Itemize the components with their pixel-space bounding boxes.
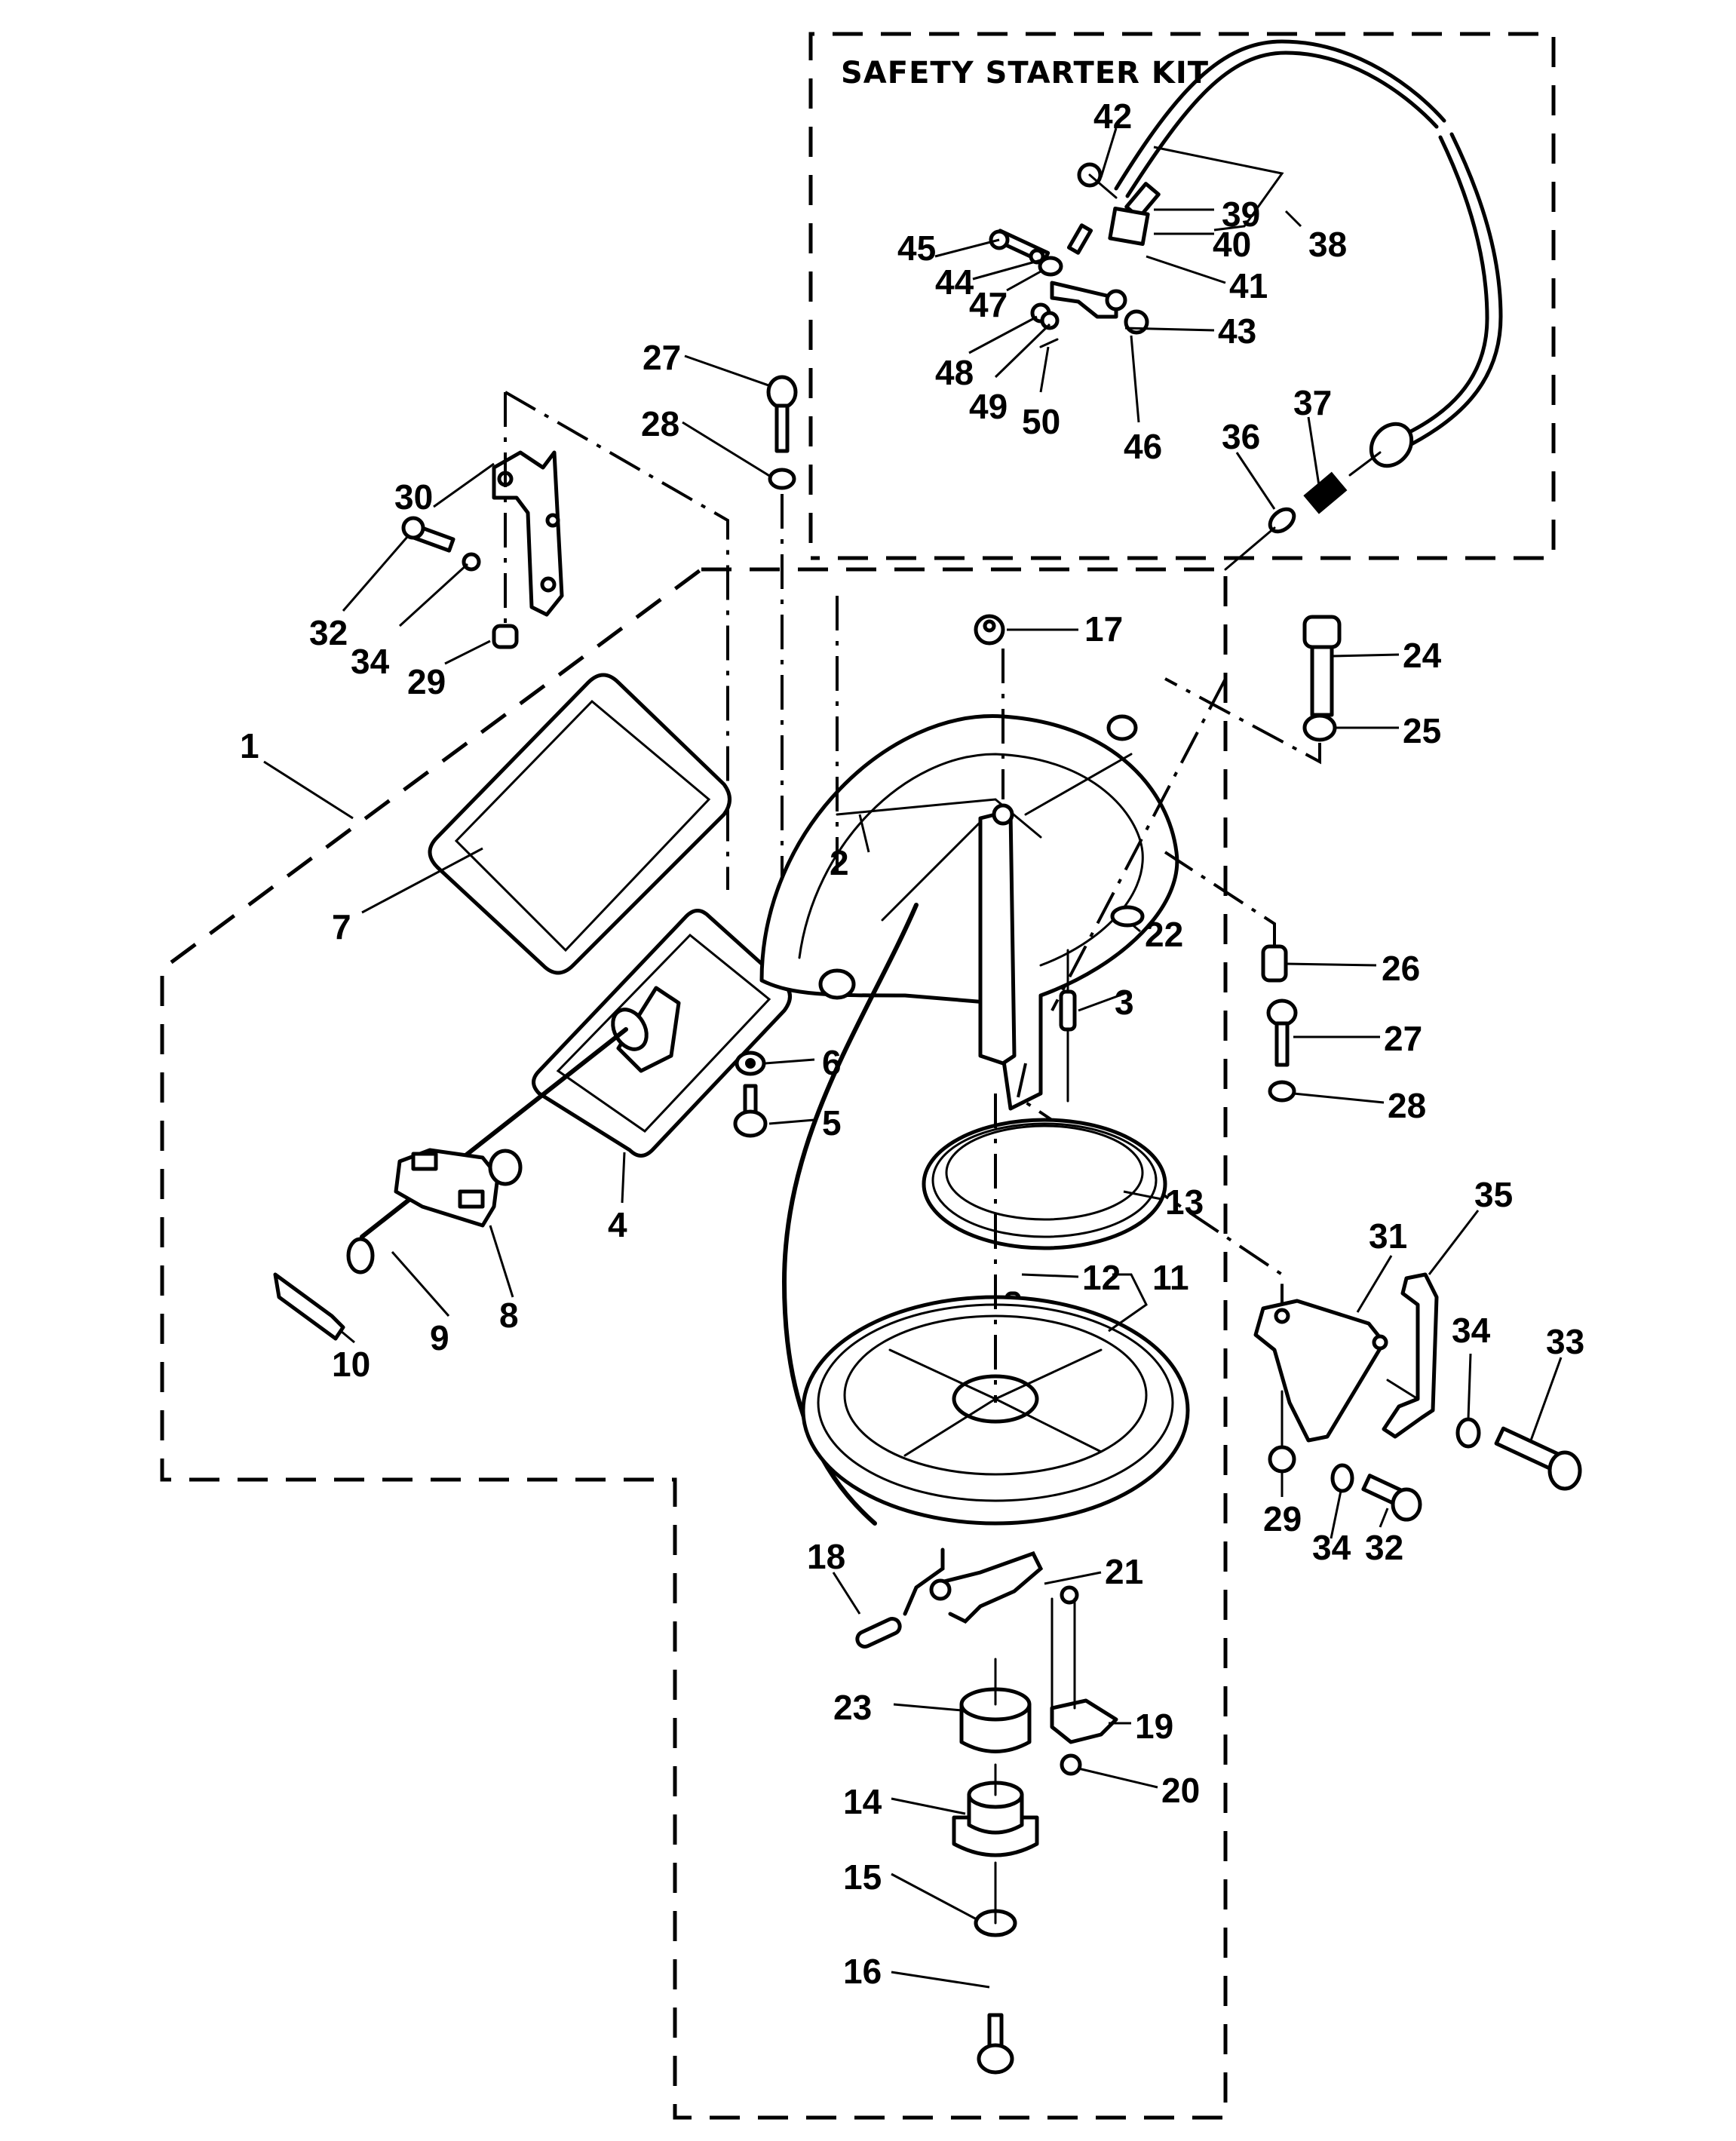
callout-labels: 1 2 3 4 5 6 7 8 9 10 11 12 13 14 15 16 1… [240, 97, 1584, 1991]
screw-16 [977, 2013, 1014, 2075]
callout-23: 23 [833, 1688, 872, 1727]
callout-45: 45 [897, 229, 936, 268]
cable-assembly [1114, 39, 1503, 571]
kit-title: SAFETY STARTER KIT [841, 56, 1209, 90]
callout-12: 12 [1082, 1258, 1121, 1297]
leader-lines [263, 127, 1563, 1989]
callout-7: 7 [332, 907, 351, 946]
callout-3: 3 [1115, 983, 1134, 1022]
callout-20: 20 [1161, 1771, 1200, 1810]
washer-34-lower [1330, 1463, 1354, 1493]
rope-guide-4 [532, 909, 792, 1158]
callout-34-right: 34 [1452, 1311, 1491, 1350]
callout-47: 47 [969, 285, 1008, 324]
bracket-30-group [401, 391, 729, 890]
callout-29-left: 29 [407, 662, 446, 701]
callout-2: 2 [830, 843, 849, 882]
callout-32-left: 32 [309, 613, 348, 652]
callout-16: 16 [843, 1952, 882, 1991]
callout-28-lower: 28 [1388, 1086, 1426, 1125]
clip-22 [1110, 905, 1145, 928]
callout-22: 22 [1145, 915, 1183, 954]
screw-5 [733, 1084, 768, 1138]
callout-31: 31 [1369, 1216, 1407, 1256]
bushing-14 [952, 1763, 1039, 1857]
callout-10: 10 [332, 1345, 370, 1384]
callout-5: 5 [822, 1103, 842, 1143]
pawl-spring-18 [855, 1547, 945, 1649]
seal-7 [428, 673, 732, 975]
callout-30: 30 [394, 477, 433, 517]
callout-34-lower: 34 [1312, 1528, 1351, 1567]
callout-41: 41 [1229, 266, 1268, 305]
callout-26: 26 [1382, 949, 1420, 988]
callout-42: 42 [1093, 97, 1132, 136]
callout-34-left: 34 [351, 642, 390, 681]
callout-9: 9 [430, 1318, 449, 1357]
bolt-24-washer-25 [1164, 615, 1342, 765]
starter-assembly-boundary [160, 567, 1228, 2120]
pawl-19 [1050, 1597, 1118, 1744]
callout-44: 44 [935, 262, 974, 302]
callout-29-right: 29 [1263, 1499, 1302, 1538]
screw-32-right [1361, 1474, 1422, 1522]
callout-15: 15 [843, 1857, 882, 1897]
nut-17 [974, 614, 1005, 646]
bushing-23 [959, 1658, 1032, 1753]
screw-27-washer-28-lower [1266, 998, 1298, 1103]
callout-36: 36 [1222, 417, 1260, 456]
callout-33: 33 [1546, 1322, 1584, 1361]
rewind-spring-13 [922, 1118, 1167, 1250]
callout-27-upper: 27 [643, 338, 681, 377]
callout-11: 11 [1152, 1258, 1189, 1297]
nut-29-right [1268, 1445, 1296, 1474]
spacer-26 [1164, 851, 1288, 983]
callout-38: 38 [1308, 225, 1347, 264]
pulley-11 [801, 1094, 1190, 1526]
callout-18: 18 [807, 1537, 845, 1576]
kit-lever-assembly [989, 162, 1161, 348]
callout-6: 6 [822, 1043, 842, 1082]
callout-14: 14 [843, 1782, 882, 1821]
spring-21 [929, 1551, 1079, 1624]
callout-21: 21 [1105, 1552, 1143, 1591]
callout-46: 46 [1124, 427, 1162, 466]
bracket-31 [1253, 1299, 1388, 1453]
callout-39: 39 [1222, 195, 1260, 234]
pin-3 [1059, 949, 1077, 1103]
callout-50: 50 [1022, 402, 1060, 441]
callout-32-right: 32 [1365, 1528, 1403, 1567]
callout-28-upper: 28 [641, 404, 679, 443]
retainer-20 [1060, 1753, 1082, 1776]
callout-37: 37 [1293, 383, 1332, 422]
handle-rope-group [273, 1027, 628, 1341]
callout-4: 4 [608, 1205, 627, 1244]
screw-27-washer-28-upper [766, 375, 798, 890]
callout-48: 48 [935, 353, 974, 392]
callout-8: 8 [499, 1296, 519, 1335]
lever-35 [1382, 1272, 1439, 1439]
washer-34-right [1455, 1417, 1481, 1449]
callout-19: 19 [1135, 1707, 1173, 1746]
callout-27-lower: 27 [1384, 1019, 1422, 1058]
callout-1: 1 [240, 726, 259, 765]
washer-15 [974, 1861, 1017, 1937]
callout-17: 17 [1084, 609, 1123, 649]
callout-40: 40 [1213, 225, 1251, 264]
callout-43: 43 [1218, 311, 1256, 351]
bolt-33 [1494, 1426, 1582, 1491]
washer-6 [735, 1051, 766, 1076]
callout-25: 25 [1403, 711, 1441, 750]
callout-24: 24 [1403, 636, 1442, 675]
callout-35: 35 [1474, 1175, 1513, 1214]
callout-49: 49 [969, 387, 1008, 426]
starter-housing-2 [759, 596, 1284, 1305]
safety-starter-kit-boundary [808, 32, 1556, 560]
callout-13: 13 [1165, 1182, 1204, 1222]
